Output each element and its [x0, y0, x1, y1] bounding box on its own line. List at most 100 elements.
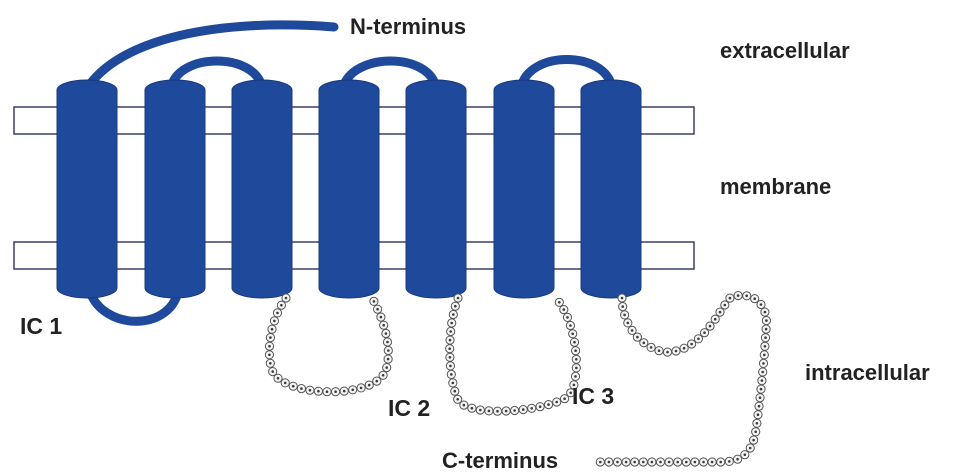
residue-bead-center: [539, 405, 542, 408]
residue-bead-center: [268, 354, 271, 357]
residue-bead-center: [608, 461, 611, 464]
residue-bead-center: [271, 328, 274, 331]
residue-bead-center: [448, 347, 451, 350]
residue-bead-center: [373, 300, 376, 303]
residue-bead-center: [522, 408, 525, 411]
residue-bead-center: [658, 349, 661, 352]
residue-bead-center: [764, 311, 767, 314]
residue-bead-center: [702, 461, 705, 464]
residue-bead-center: [387, 358, 390, 361]
residue-bead-center: [651, 461, 654, 464]
residue-bead-center: [761, 371, 764, 374]
residue-bead-center: [753, 297, 756, 300]
residue-bead-center: [599, 461, 602, 464]
residue-bead-center: [284, 382, 287, 385]
helix-4: [319, 80, 379, 298]
residue-bead-center: [450, 322, 453, 325]
chain-ic2-beads: [265, 294, 392, 396]
residue-bead-center: [449, 365, 452, 368]
residue-bead-center: [452, 313, 455, 316]
residue-bead-center: [575, 358, 578, 361]
residue-bead-center: [714, 318, 717, 321]
residue-bead-center: [573, 341, 576, 344]
chain-ic3: [450, 298, 577, 411]
residue-bead-center: [334, 390, 337, 393]
residue-bead-center: [547, 403, 550, 406]
helix-6: [494, 80, 554, 298]
residue-bead-center: [676, 461, 679, 464]
residue-bead-center: [505, 410, 508, 413]
residue-bead-center: [709, 325, 712, 328]
residue-bead-center: [575, 367, 578, 370]
residue-bead-center: [761, 379, 764, 382]
residue-bead-center: [457, 297, 460, 300]
residue-bead-center: [690, 343, 693, 346]
residue-bead-center: [387, 349, 390, 352]
residue-bead-center: [385, 332, 388, 335]
residue-bead-center: [479, 409, 482, 412]
residue-bead-center: [728, 460, 731, 463]
n-terminus-label: N-terminus: [350, 14, 466, 39]
residue-bead-center: [623, 314, 626, 317]
residue-bead-center: [737, 294, 740, 297]
residue-bead-center: [382, 324, 385, 327]
residue-bead-center: [285, 297, 288, 300]
residue-bead-center: [488, 410, 491, 413]
residue-bead-center: [642, 461, 645, 464]
residue-bead-center: [317, 390, 320, 393]
residue-bead-center: [683, 347, 686, 350]
residue-bead-center: [351, 389, 354, 392]
residue-bead-center: [385, 366, 388, 369]
chain-c-terminus-beads: [596, 292, 770, 467]
membrane-label: membrane: [720, 174, 831, 199]
residue-bead-center: [496, 410, 499, 413]
residue-bead-center: [636, 336, 639, 339]
residue-bead-center: [631, 329, 634, 332]
residue-bead-center: [764, 336, 767, 339]
helix-1: [57, 80, 117, 298]
residue-bead-center: [621, 297, 624, 300]
chain-ic3-beads: [446, 294, 581, 415]
ic3-label: IC 3: [572, 383, 614, 409]
residue-bead-center: [685, 461, 688, 464]
chain-c-terminus: [592, 295, 766, 462]
residue-bead-center: [513, 409, 516, 412]
residue-bead-center: [744, 453, 747, 456]
residue-bead-center: [760, 303, 763, 306]
residue-bead-center: [563, 397, 566, 400]
residue-bead-center: [566, 316, 569, 319]
residue-bead-center: [703, 331, 706, 334]
residue-bead-center: [668, 461, 671, 464]
residue-bead-center: [530, 407, 533, 410]
residue-bead-center: [269, 336, 272, 339]
helix-7: [581, 80, 641, 298]
residue-bead-center: [756, 422, 759, 425]
c-terminus-label: C-terminus: [442, 448, 558, 473]
residue-bead-center: [760, 388, 763, 391]
residue-bead-center: [745, 295, 748, 298]
residue-bead-center: [563, 308, 566, 311]
residue-bead-center: [471, 407, 474, 410]
residue-bead-center: [574, 375, 577, 378]
residue-bead-center: [650, 346, 653, 349]
intracellular-label: intracellular: [805, 360, 930, 385]
residue-bead-center: [360, 387, 363, 390]
residue-bead-center: [454, 305, 457, 308]
residue-bead-center: [675, 350, 678, 353]
residue-bead-center: [719, 311, 722, 314]
residue-bead-center: [343, 390, 346, 393]
chain-ic2: [269, 298, 388, 392]
residue-bead-center: [326, 390, 329, 393]
residue-bead-center: [758, 405, 761, 408]
ic1-label: IC 1: [20, 313, 62, 339]
residue-bead-center: [763, 354, 766, 357]
residue-chains: [265, 292, 770, 467]
residue-bead-center: [382, 374, 385, 377]
residue-bead-center: [452, 382, 455, 385]
residue-bead-center: [625, 461, 628, 464]
residue-bead-center: [643, 342, 646, 345]
residue-bead-center: [633, 461, 636, 464]
residue-bead-center: [268, 345, 271, 348]
residue-bead-center: [300, 387, 303, 390]
